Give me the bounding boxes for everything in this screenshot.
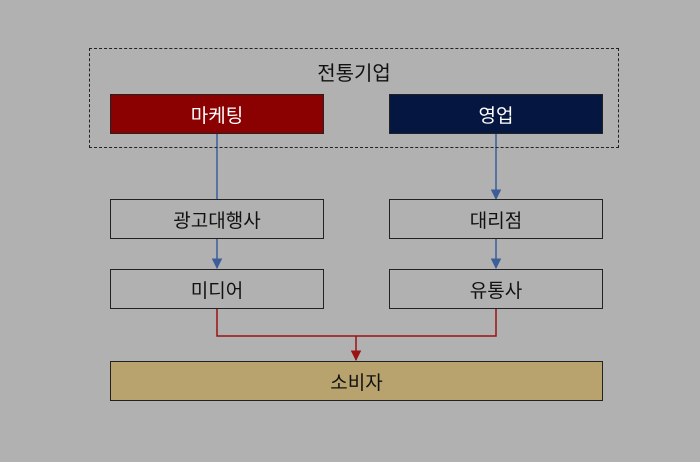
node-ad-agency: 광고대행사 [110, 199, 324, 239]
connector-media-to-junction [216, 309, 356, 337]
node-marketing: 마케팅 [110, 94, 324, 134]
node-media: 미디어 [110, 269, 324, 309]
group-title: 전통기업 [317, 61, 391, 85]
connector-distributor-to-junction [356, 309, 497, 337]
traditional-company-group [89, 48, 619, 148]
node-consumer: 소비자 [110, 361, 603, 401]
node-distributor: 유통사 [389, 269, 603, 309]
node-dealer: 대리점 [389, 199, 603, 239]
node-sales: 영업 [389, 94, 603, 134]
